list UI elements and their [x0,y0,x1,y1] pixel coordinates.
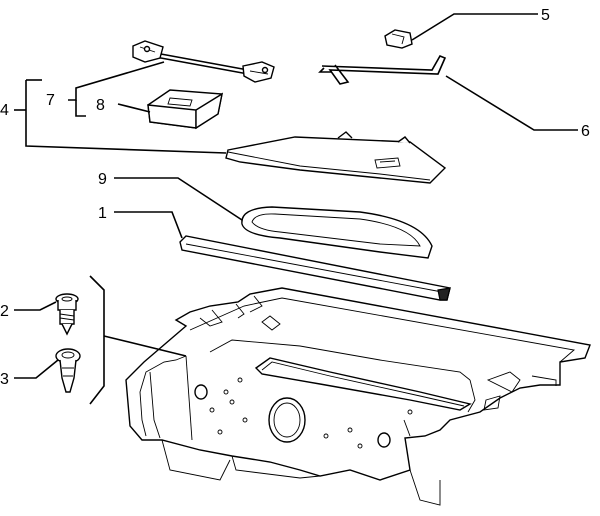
callout-8: 8 [96,97,105,114]
callout-labels: 5 6 7 8 4 9 1 2 3 [0,7,590,388]
push-in-clip [55,348,81,393]
shelf-support-bracket [147,89,224,130]
parcel-shelf-strap [132,40,275,83]
rear-trim-strip [179,235,451,301]
rear-body-panel [125,287,591,506]
callout-3: 3 [0,371,9,388]
screw-fastener [55,293,79,336]
callout-9: 9 [98,171,107,188]
shelf-frame-seal [241,206,433,259]
wire-retaining-clip [384,29,413,49]
leader-lines [14,13,578,405]
callout-1: 1 [98,205,107,222]
callout-5: 5 [541,7,550,24]
callout-2: 2 [0,303,9,320]
callout-7: 7 [46,92,55,109]
callout-4: 4 [0,102,9,119]
shelf-wire-rod [318,54,447,85]
parcel-shelf [225,131,447,184]
callout-6: 6 [581,123,590,140]
